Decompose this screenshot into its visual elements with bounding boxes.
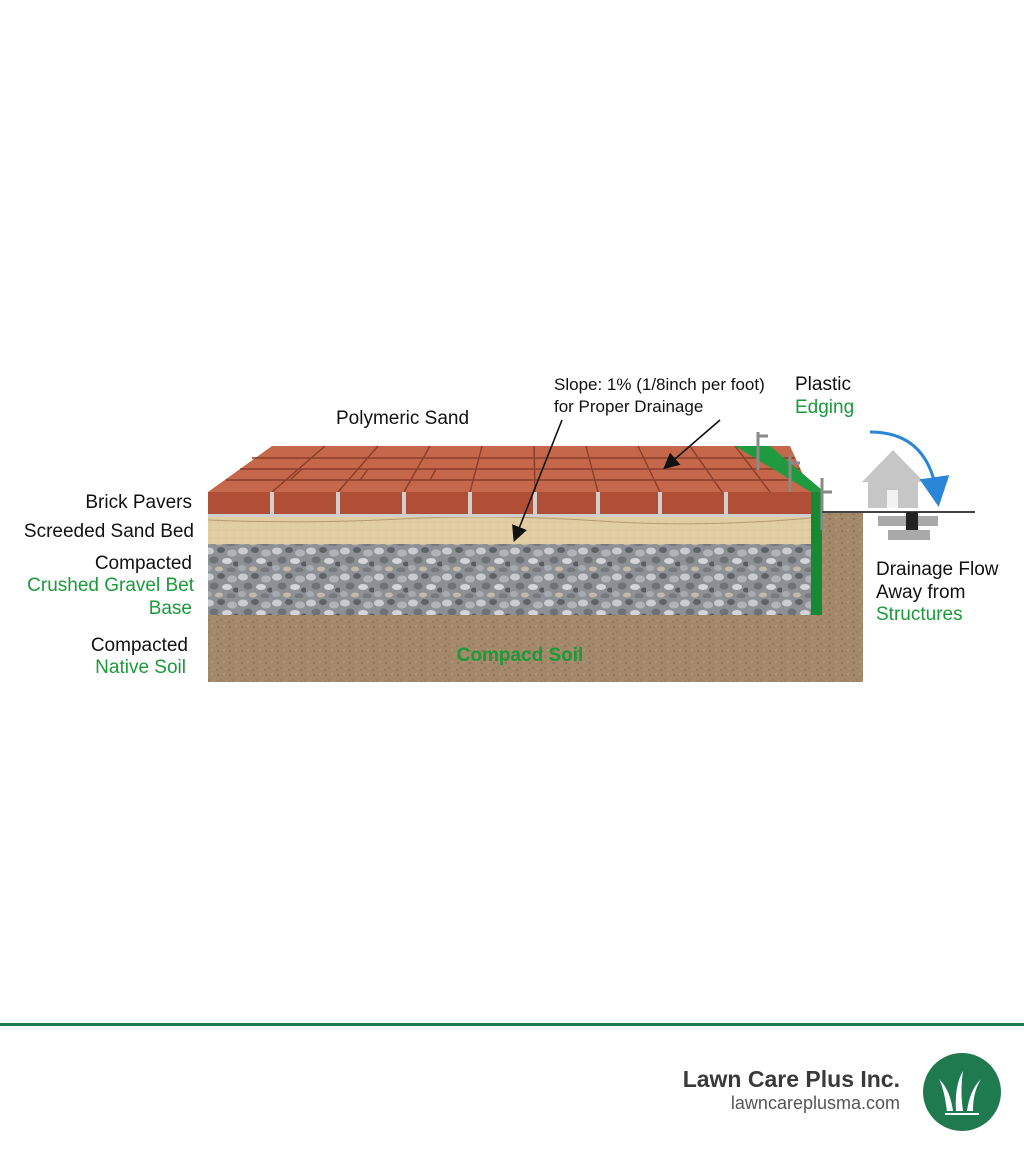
label-soil-in-layer: Compacd Soil — [457, 645, 584, 666]
label-polymeric-sand: Polymeric Sand — [336, 408, 469, 429]
side-soil — [820, 512, 863, 682]
paver-grid — [226, 445, 805, 493]
label-crushed-gravel: Crushed Gravel Bet — [27, 575, 195, 596]
label-compacted-soil: Compacted — [91, 635, 188, 656]
label-slope-line2: for Proper Drainage — [554, 397, 703, 416]
label-compacted-gravel: Compacted — [95, 553, 192, 574]
slope-pointer-arrow — [512, 419, 563, 542]
label-plastic: Plastic — [795, 374, 851, 395]
label-slope-line1: Slope: 1% (1/8inch per foot) — [554, 375, 765, 394]
label-drainage-line1: Drainage Flow — [876, 559, 999, 580]
label-drainage-line3: Structures — [876, 604, 963, 625]
company-website: lawncareplusma.com — [730, 1093, 900, 1113]
grass-icon — [923, 1053, 1001, 1131]
paver-front-face — [208, 492, 811, 516]
label-drainage-line2: Away from — [876, 582, 965, 603]
company-name: Lawn Care Plus Inc. — [682, 1066, 900, 1092]
brand-block: Lawn Care Plus Inc. lawncareplusma.com — [683, 1066, 900, 1114]
footer-divider — [0, 1023, 1024, 1026]
label-native-soil: Native Soil — [95, 657, 186, 678]
native-soil-layer — [208, 615, 863, 682]
gravel-base-layer — [208, 544, 811, 615]
label-brick-pavers: Brick Pavers — [85, 492, 192, 513]
drainage-arrow-icon — [869, 430, 950, 507]
label-edging: Edging — [795, 397, 854, 418]
house-icon — [862, 450, 938, 540]
edging-spikes — [756, 432, 832, 530]
paver-joints — [208, 492, 811, 517]
label-screeded-sand-bed: Screeded Sand Bed — [24, 521, 194, 542]
paver-cross-section-diagram: Polymeric Sand Slope: 1% (1/8inch per fo… — [24, 374, 999, 682]
label-base: Base — [149, 598, 192, 619]
drainage-pointer-arrow — [663, 419, 721, 470]
sand-bed-layer — [208, 516, 811, 544]
